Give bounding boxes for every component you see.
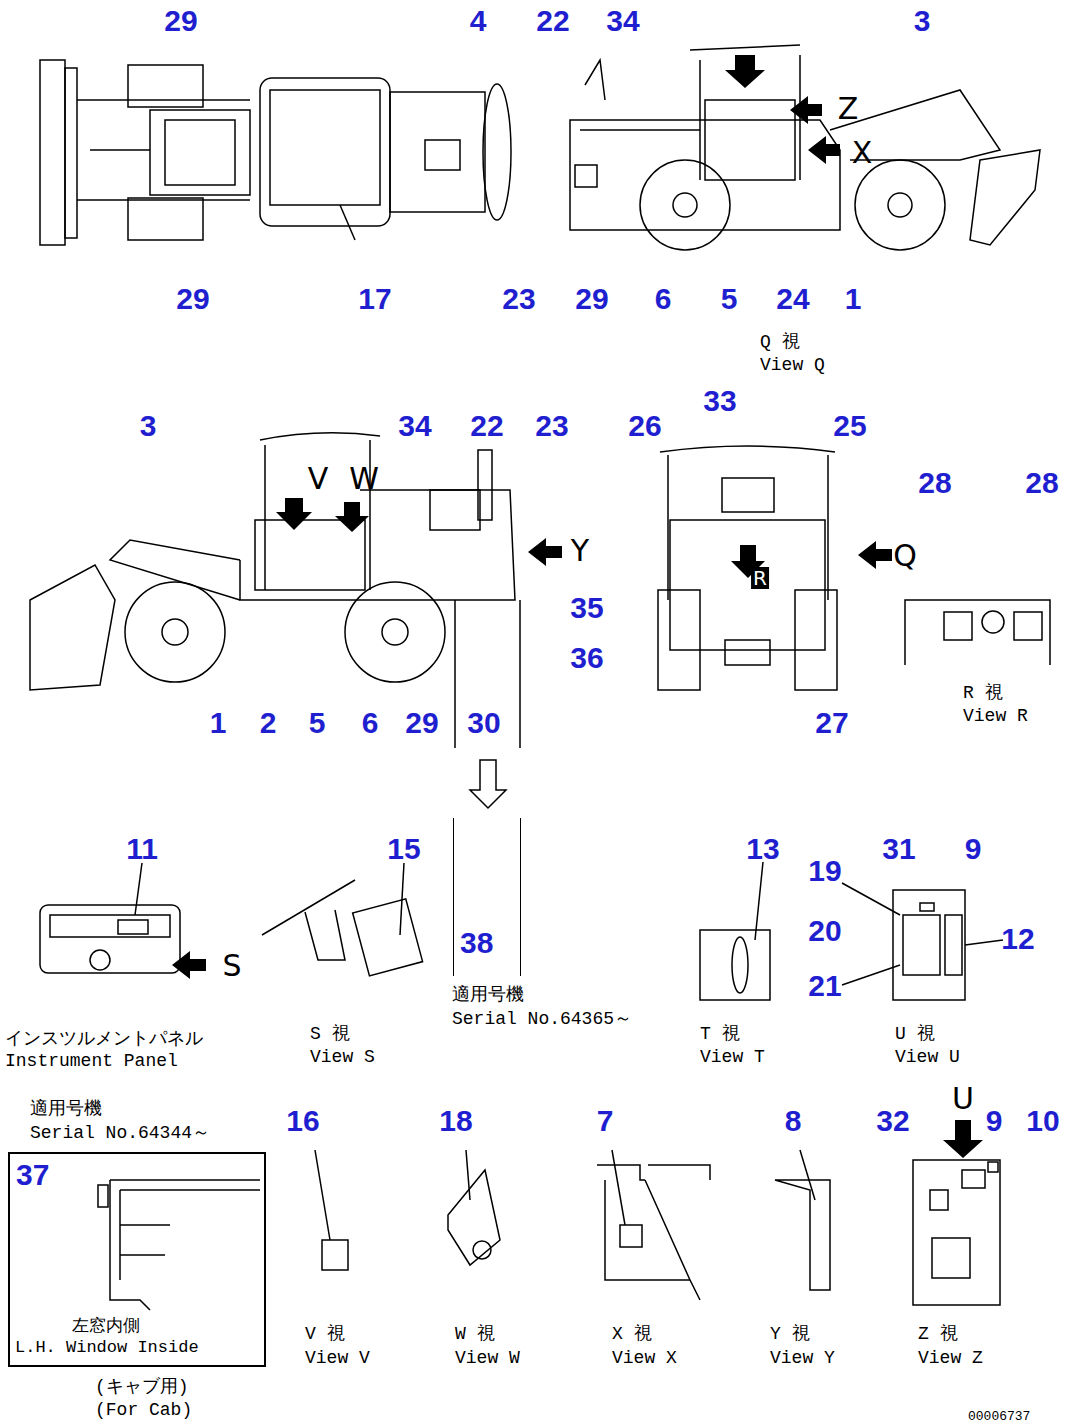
view-arrow-letter: S bbox=[222, 949, 241, 982]
callout-number: 12 bbox=[1001, 922, 1034, 955]
callout-number: 1 bbox=[845, 282, 862, 315]
view-caption: View Y bbox=[770, 1349, 835, 1369]
callout-number: 22 bbox=[470, 409, 503, 442]
callout-number: 9 bbox=[965, 832, 982, 865]
view-arrow-letter: R bbox=[751, 567, 769, 589]
callout-number: 19 bbox=[808, 854, 841, 887]
callout-number: 5 bbox=[309, 706, 326, 739]
drawing-number: 00006737 bbox=[968, 1410, 1030, 1424]
view-caption: View X bbox=[612, 1349, 677, 1369]
view-caption: View R bbox=[963, 707, 1028, 727]
view-caption: Instrument Panel bbox=[5, 1052, 178, 1072]
view-arrow-letter: X bbox=[852, 136, 873, 169]
callout-number: 6 bbox=[362, 706, 379, 739]
view-caption: S 視 bbox=[310, 1025, 350, 1045]
callout-number: 20 bbox=[808, 914, 841, 947]
callout-number: 6 bbox=[655, 282, 672, 315]
view-caption: 適用号機 bbox=[30, 1100, 102, 1120]
callout-number: 29 bbox=[176, 282, 209, 315]
callout-number: 23 bbox=[535, 409, 568, 442]
window-detail-box: 37 左窓内側L.H. Window Inside bbox=[8, 1152, 266, 1367]
callout-number: 10 bbox=[1026, 1104, 1059, 1137]
callout-number: 17 bbox=[358, 282, 391, 315]
callout-number: 24 bbox=[776, 282, 809, 315]
callout-number: 34 bbox=[398, 409, 431, 442]
view-caption: W 視 bbox=[455, 1325, 495, 1345]
callout-number: 28 bbox=[1025, 466, 1058, 499]
view-caption: インスツルメントパネル bbox=[5, 1030, 203, 1050]
view-caption: View T bbox=[700, 1048, 765, 1068]
callout-number: 3 bbox=[914, 4, 931, 37]
view-caption: V 視 bbox=[305, 1325, 345, 1345]
callout-number: 29 bbox=[575, 282, 608, 315]
view-caption: View S bbox=[310, 1048, 375, 1068]
view-arrow-letter: U bbox=[952, 1082, 974, 1115]
callout-number: 4 bbox=[470, 4, 487, 37]
callout-number: 23 bbox=[502, 282, 535, 315]
view-caption: Q 視 bbox=[760, 333, 800, 353]
callout-number: 29 bbox=[164, 4, 197, 37]
view-caption: (For Cab) bbox=[95, 1401, 192, 1421]
view-caption: View W bbox=[455, 1349, 520, 1369]
view-arrow-letter: Y bbox=[571, 534, 589, 567]
callout-number: 27 bbox=[815, 706, 848, 739]
callout-number: 25 bbox=[833, 409, 866, 442]
callout-number: 26 bbox=[628, 409, 661, 442]
callout-number: 34 bbox=[606, 4, 639, 37]
callout-number: 30 bbox=[467, 706, 500, 739]
callout-number: 29 bbox=[405, 706, 438, 739]
callout-number: 31 bbox=[882, 832, 915, 865]
view-arrow-letter: V bbox=[308, 462, 329, 495]
callout-number: 2 bbox=[260, 706, 277, 739]
callout-number: 37 bbox=[16, 1158, 49, 1192]
callout-number: 9 bbox=[986, 1104, 1003, 1137]
callout-number: 1 bbox=[210, 706, 227, 739]
view-caption: Y 視 bbox=[770, 1325, 810, 1345]
callout-number: 15 bbox=[387, 832, 420, 865]
view-caption: View V bbox=[305, 1349, 370, 1369]
view-arrow-letter: W bbox=[349, 462, 379, 495]
callout-number: 7 bbox=[597, 1104, 614, 1137]
view-caption: (キャブ用) bbox=[95, 1378, 189, 1398]
view-caption: X 視 bbox=[612, 1325, 652, 1345]
view-caption: T 視 bbox=[700, 1025, 740, 1045]
callout-number: 18 bbox=[439, 1104, 472, 1137]
caption-text: 左窓内側 bbox=[72, 1314, 140, 1337]
view-caption: Serial No.64344～ bbox=[30, 1124, 210, 1144]
callout-number: 5 bbox=[721, 282, 738, 315]
view-arrow-letter: Z bbox=[838, 92, 859, 125]
callout-number: 11 bbox=[126, 832, 158, 865]
view-caption: Z 視 bbox=[918, 1325, 958, 1345]
view-caption: R 視 bbox=[963, 684, 1003, 704]
view-caption: View Q bbox=[760, 356, 825, 376]
callout-number: 33 bbox=[703, 384, 736, 417]
view-arrow-letter: Q bbox=[893, 539, 917, 572]
callout-number: 13 bbox=[746, 832, 779, 865]
callout-number: 28 bbox=[918, 466, 951, 499]
caption-text: L.H. Window Inside bbox=[15, 1338, 199, 1357]
view-caption: U 視 bbox=[895, 1025, 935, 1045]
callout-number: 3 bbox=[140, 409, 157, 442]
callout-number: 38 bbox=[460, 926, 493, 960]
callout-number: 21 bbox=[808, 969, 841, 1002]
view-caption: View U bbox=[895, 1048, 960, 1068]
callout-number: 32 bbox=[876, 1104, 909, 1137]
view-caption: Serial No.64365～ bbox=[452, 1010, 632, 1030]
callout-number: 36 bbox=[570, 641, 603, 674]
window-detail-box: 38 bbox=[453, 818, 521, 976]
callout-number: 8 bbox=[785, 1104, 802, 1137]
callout-number: 22 bbox=[536, 4, 569, 37]
callout-number: 16 bbox=[286, 1104, 319, 1137]
view-caption: 適用号機 bbox=[452, 986, 524, 1006]
view-caption: View Z bbox=[918, 1349, 983, 1369]
callout-number: 35 bbox=[570, 591, 603, 624]
